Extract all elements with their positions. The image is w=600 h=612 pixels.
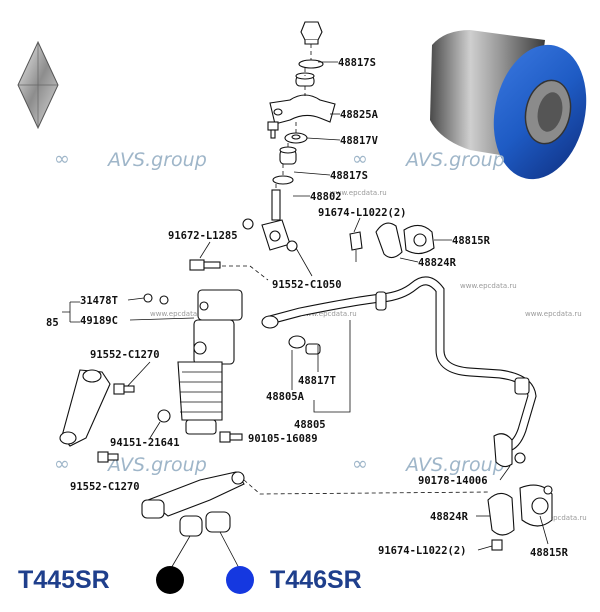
- label-48817t: 48817T: [298, 375, 336, 387]
- label-85: 85: [46, 317, 59, 329]
- code-t446sr: T446SR: [270, 566, 362, 594]
- site-mark: www.epcdata.ru: [330, 189, 387, 197]
- label-91674-top: 91674-L1022(2): [318, 207, 407, 219]
- label-91552-c1270-a: 91552-C1270: [90, 349, 160, 361]
- label-48817s-top: 48817S: [338, 57, 376, 69]
- watermark-text: AVS.group: [404, 454, 505, 476]
- bolt-90105: [219, 431, 243, 443]
- logo-diamond-icon: [17, 40, 59, 130]
- bar-end-bushing: [261, 315, 279, 329]
- cushion-mid: [279, 146, 297, 165]
- leader: [499, 465, 511, 481]
- arm-eye: [82, 369, 102, 383]
- dot-black: [156, 566, 184, 594]
- watermark-2: ∞ AVS.group: [352, 148, 505, 171]
- label-49189c: 49189C: [80, 315, 118, 327]
- site-mark: www.epcdata.ru: [460, 282, 517, 290]
- bolt-head-91552: [286, 240, 298, 252]
- bracket-hole: [273, 108, 283, 116]
- code-t445sr: T445SR: [18, 566, 110, 594]
- leader: [539, 515, 549, 545]
- top-nut: [300, 21, 323, 45]
- site-mark: www.epcdata.ru: [525, 310, 582, 318]
- leader: [353, 217, 361, 233]
- label-31478t: 31478T: [80, 295, 118, 307]
- watermark-text: AVS.group: [106, 149, 207, 171]
- infinity-icon: ∞: [352, 453, 368, 475]
- bolt-91552-c1270-b: [97, 451, 119, 463]
- bushing-48817t: [288, 335, 321, 355]
- bracket-48825a: [269, 94, 336, 125]
- control-arm: [141, 471, 245, 537]
- bar-bushing-lower: [514, 377, 530, 395]
- retainer-48817v: [284, 132, 308, 144]
- label-48805a: 48805A: [266, 391, 305, 403]
- leader: [243, 479, 491, 495]
- pointer-blue: [219, 531, 241, 571]
- washer-mid: [272, 175, 294, 185]
- bracket-cluster-right-top: [349, 222, 435, 262]
- nut-49189c: [159, 295, 169, 305]
- nut-small: [242, 218, 254, 230]
- bracket-cluster-right-bottom: [487, 433, 553, 551]
- arm-eye: [59, 431, 77, 445]
- watermark-3: ∞ AVS.group: [54, 453, 207, 476]
- bar-bushing-upper: [375, 291, 387, 311]
- bolt-91672: [189, 259, 221, 271]
- label-48802: 48802: [310, 191, 342, 203]
- leader: [295, 247, 313, 277]
- label-48825a: 48825A: [340, 109, 379, 121]
- link-48802: [261, 189, 291, 251]
- leader: [477, 545, 493, 551]
- nut-31478t: [143, 293, 153, 303]
- watermark-text: AVS.group: [106, 454, 207, 476]
- pointer-black: [169, 535, 191, 571]
- leader: [123, 361, 151, 391]
- shock-absorber: [177, 289, 243, 435]
- leader: [399, 257, 419, 263]
- label-48824r-bot: 48824R: [430, 511, 469, 523]
- label-94151: 94151-21641: [110, 437, 180, 449]
- label-group-85: 31478T 49189C 85: [46, 295, 195, 329]
- leader-lines: [275, 44, 341, 197]
- site-mark: www.epcdata.ru: [530, 514, 587, 522]
- label-91552-c1050: 91552-C1050: [272, 279, 342, 291]
- label-91552-c1270-b: 91552-C1270: [70, 481, 140, 493]
- watermark-text: AVS.group: [404, 149, 505, 171]
- label-91672: 91672-L1285: [168, 230, 238, 242]
- bolt-small: [267, 121, 279, 139]
- label-90105: 90105-16089: [248, 433, 318, 445]
- leader: [222, 265, 269, 281]
- infinity-icon: ∞: [54, 148, 70, 170]
- cushion-top: [295, 72, 315, 87]
- label-91674-bot: 91674-L1022(2): [378, 545, 467, 557]
- label-48817v: 48817V: [340, 135, 379, 147]
- label-48815r-bot: 48815R: [530, 547, 569, 559]
- label-90178: 90178-14006: [418, 475, 488, 487]
- label-48815r-top: 48815R: [452, 235, 491, 247]
- watermark-1: ∞ AVS.group: [54, 148, 207, 171]
- leader: [199, 241, 211, 259]
- bracket-line: [313, 320, 351, 413]
- label-48817s-mid: 48817S: [330, 170, 368, 182]
- bolt-91552-c1270-a: [113, 383, 135, 395]
- infinity-icon: ∞: [54, 453, 70, 475]
- site-mark: www.epcdata.ru: [150, 310, 207, 318]
- leader: [149, 421, 161, 439]
- nut-94151: [157, 409, 171, 423]
- watermark-4: ∞ AVS.group: [352, 453, 505, 476]
- label-48824r-top: 48824R: [418, 257, 457, 269]
- site-mark: www.epcdata.ru: [300, 310, 357, 318]
- label-48805: 48805: [294, 419, 326, 431]
- washer-top: [298, 59, 324, 69]
- infinity-icon: ∞: [352, 148, 368, 170]
- legend: T445SR T446SR: [18, 566, 362, 594]
- dot-blue: [226, 566, 254, 594]
- bushing-photo: [415, 22, 600, 192]
